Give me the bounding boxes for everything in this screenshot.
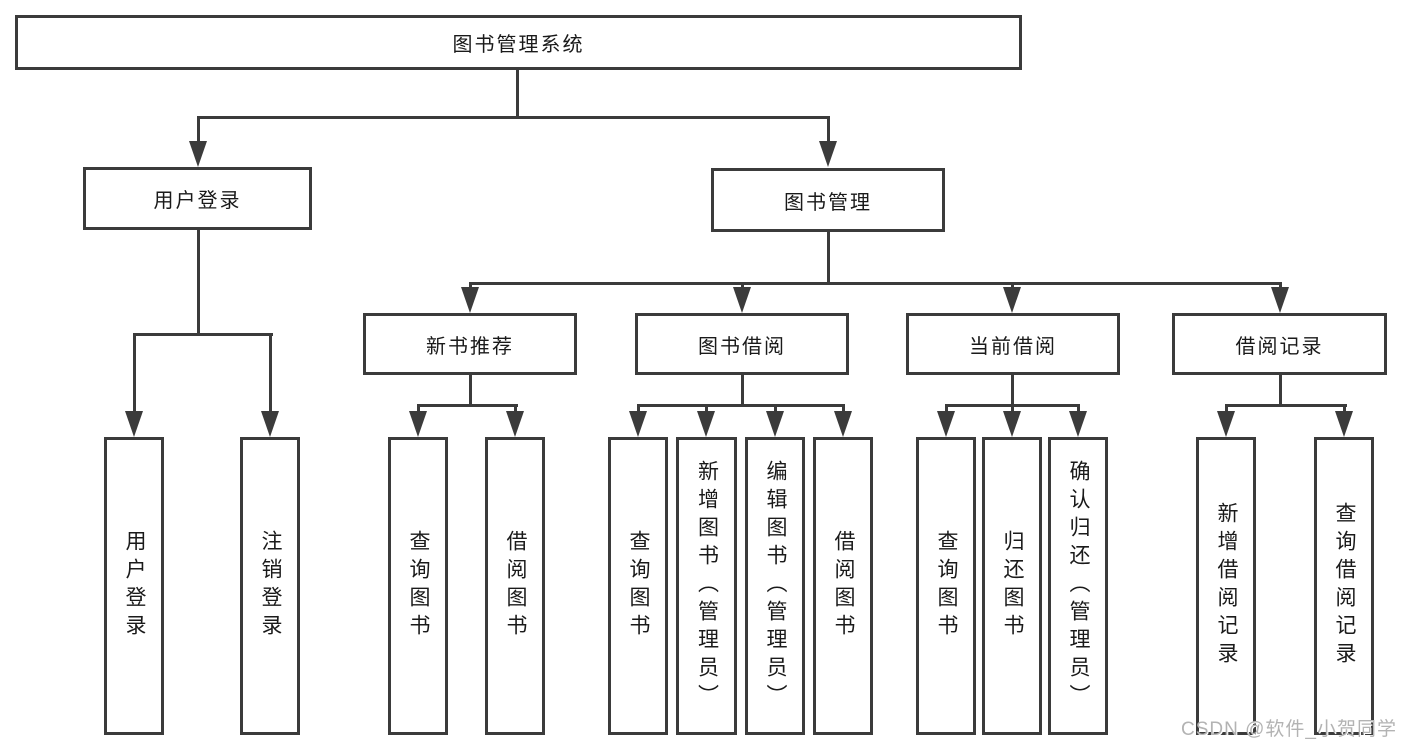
connector-line — [1225, 404, 1228, 413]
node-borrow-books-borrowing: 借阅图书 — [813, 437, 873, 735]
arrow-down-marker — [1069, 411, 1087, 437]
arrow-down-marker — [1003, 411, 1021, 437]
connector-line — [741, 282, 744, 290]
connector-line — [269, 333, 272, 413]
connector-line — [1011, 375, 1014, 407]
connector-line — [637, 404, 640, 413]
connector-line — [469, 282, 1282, 285]
node-query-books-current-label: 查询图书 — [935, 530, 958, 642]
node-user-login-leaf-label: 用户登录 — [123, 530, 146, 642]
node-return-book: 归还图书 — [982, 437, 1042, 735]
node-logout-label: 注销登录 — [259, 530, 282, 642]
node-borrow-books-recommend-label: 借阅图书 — [504, 530, 527, 642]
arrow-down-marker — [937, 411, 955, 437]
arrow-down-marker — [409, 411, 427, 437]
node-current-borrowing-label: 当前借阅 — [969, 335, 1057, 358]
node-add-borrow-record-label: 新增借阅记录 — [1215, 502, 1238, 670]
node-edit-book-admin: 编辑图书（管理员） — [745, 437, 805, 735]
watermark-text: CSDN @软件_小贺同学 — [1181, 719, 1397, 740]
node-add-book-admin: 新增图书（管理员） — [676, 437, 737, 735]
node-new-book-recommend: 新书推荐 — [363, 313, 577, 375]
connector-line — [827, 116, 830, 143]
connector-line — [774, 404, 777, 413]
connector-line — [945, 404, 948, 413]
arrow-down-marker — [125, 411, 143, 437]
connector-line — [705, 404, 708, 413]
connector-line — [133, 333, 273, 336]
node-user-login: 用户登录 — [83, 167, 312, 230]
connector-line — [197, 116, 200, 143]
node-query-books-borrowing-label: 查询图书 — [627, 530, 650, 642]
node-query-borrow-record-label: 查询借阅记录 — [1333, 502, 1356, 670]
node-return-book-label: 归还图书 — [1001, 530, 1024, 642]
node-book-management: 图书管理 — [711, 168, 945, 232]
node-new-book-recommend-label: 新书推荐 — [426, 335, 514, 358]
arrow-down-marker — [506, 411, 524, 437]
arrow-down-marker — [1003, 287, 1021, 313]
arrow-down-marker — [819, 141, 837, 167]
node-user-login-leaf: 用户登录 — [104, 437, 164, 735]
connector-line — [514, 404, 517, 413]
node-borrowing-records-label: 借阅记录 — [1235, 335, 1324, 358]
arrow-down-marker — [733, 287, 751, 313]
connector-line — [827, 232, 830, 285]
arrow-down-marker — [261, 411, 279, 437]
node-edit-book-admin-label: 编辑图书（管理员） — [764, 460, 787, 712]
arrow-down-marker — [697, 411, 715, 437]
node-confirm-return-admin: 确认归还（管理员） — [1048, 437, 1108, 735]
arrow-down-marker — [1335, 411, 1353, 437]
connector-line — [516, 70, 519, 119]
arrow-down-marker — [461, 287, 479, 313]
arrow-down-marker — [629, 411, 647, 437]
connector-line — [469, 375, 472, 407]
connector-line — [417, 404, 420, 413]
arrow-down-marker — [834, 411, 852, 437]
node-borrow-books-borrowing-label: 借阅图书 — [832, 530, 855, 642]
node-confirm-return-admin-label: 确认归还（管理员） — [1067, 460, 1090, 712]
connector-line — [842, 404, 845, 413]
node-current-borrowing: 当前借阅 — [906, 313, 1120, 375]
node-borrowing-records: 借阅记录 — [1172, 313, 1387, 375]
connector-line — [1279, 282, 1282, 290]
node-query-books-recommend: 查询图书 — [388, 437, 448, 735]
connector-line — [1225, 404, 1347, 407]
node-root-label: 图书管理系统 — [452, 34, 585, 56]
connector-line — [1279, 375, 1282, 407]
arrow-down-marker — [189, 141, 207, 167]
node-book-borrowing-label: 图书借阅 — [698, 335, 786, 358]
node-logout: 注销登录 — [240, 437, 300, 735]
connector-line — [133, 333, 136, 413]
connector-line — [1011, 404, 1014, 413]
node-borrow-books-recommend: 借阅图书 — [485, 437, 545, 735]
arrow-down-marker — [1271, 287, 1289, 313]
node-book-borrowing: 图书借阅 — [635, 313, 849, 375]
connector-line — [469, 282, 472, 290]
arrow-down-marker — [1217, 411, 1235, 437]
node-query-books-borrowing: 查询图书 — [608, 437, 668, 735]
connector-line — [637, 404, 845, 407]
connector-line — [741, 375, 744, 407]
node-add-borrow-record: 新增借阅记录 — [1196, 437, 1256, 735]
node-root: 图书管理系统 — [15, 15, 1022, 70]
node-query-books-current: 查询图书 — [916, 437, 976, 735]
node-query-borrow-record: 查询借阅记录 — [1314, 437, 1374, 735]
node-book-management-label: 图书管理 — [784, 191, 872, 214]
connector-line — [197, 230, 200, 336]
node-user-login-label: 用户登录 — [153, 190, 242, 212]
node-query-books-recommend-label: 查询图书 — [407, 530, 430, 642]
connector-line — [197, 116, 830, 119]
connector-line — [1011, 282, 1014, 290]
arrow-down-marker — [766, 411, 784, 437]
connector-line — [417, 404, 518, 407]
connector-line — [1343, 404, 1346, 413]
connector-line — [1077, 404, 1080, 413]
node-add-book-admin-label: 新增图书（管理员） — [695, 460, 719, 712]
